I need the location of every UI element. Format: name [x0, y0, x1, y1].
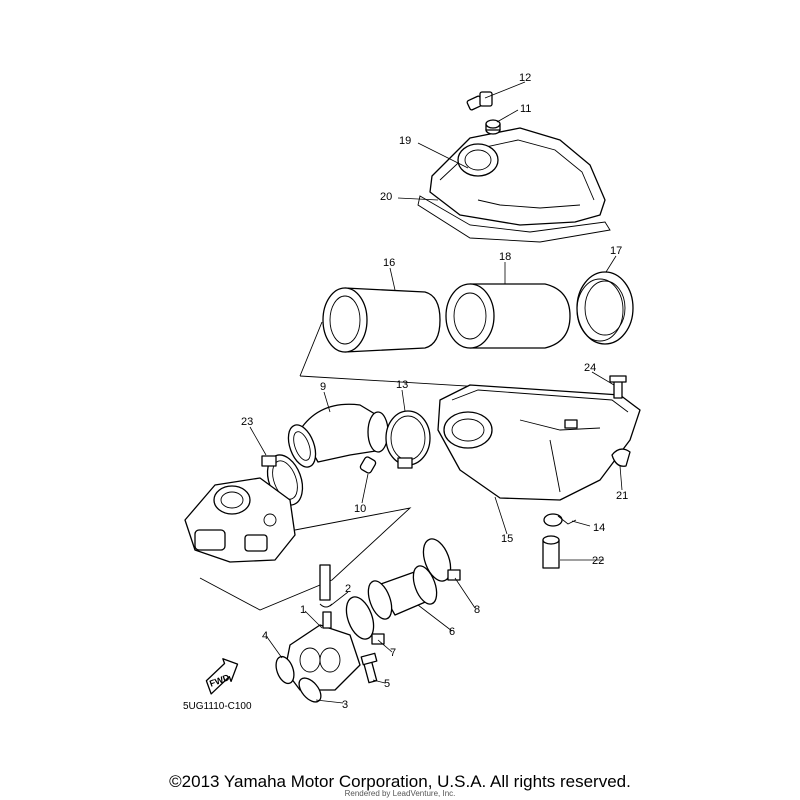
callout-8: 8 — [474, 604, 480, 616]
o-ring-4-part — [275, 655, 295, 685]
screw-24-part — [609, 375, 627, 399]
callout-labels: 12 11 19 20 16 18 17 24 9 13 23 10 15 21… — [241, 72, 628, 711]
fwd-arrow-icon: FWD — [205, 658, 239, 695]
breather-fitting-part — [466, 91, 493, 111]
callout-22: 22 — [592, 555, 604, 567]
grommet-part — [485, 119, 501, 135]
air-box-case-part — [437, 384, 641, 501]
filter-end-cap-part — [576, 271, 634, 345]
air-filter-element-part — [445, 283, 571, 349]
diagram-code: 5UG1110-C100 — [183, 701, 252, 712]
callout-18: 18 — [499, 251, 511, 263]
leader-lines — [249, 81, 623, 704]
callout-12: 12 — [519, 72, 531, 84]
callout-16: 16 — [383, 257, 395, 269]
callout-15: 15 — [501, 533, 513, 545]
clamp-14-part — [543, 513, 577, 527]
callout-10: 10 — [354, 503, 366, 515]
callout-7: 7 — [390, 647, 396, 659]
hose-2-part — [319, 564, 333, 608]
callout-13: 13 — [396, 379, 408, 391]
hose-clamp-8-part — [422, 538, 461, 582]
renderer-credit: Rendered by LeadVenture, Inc. — [344, 789, 456, 798]
drain-hose-22-part — [542, 535, 560, 569]
callout-19: 19 — [399, 135, 411, 147]
hose-clamp-13-part — [385, 410, 431, 469]
callout-2: 2 — [345, 583, 351, 595]
carburetor-part — [184, 477, 296, 563]
callout-5: 5 — [384, 678, 390, 690]
air-box-cover-part — [429, 127, 606, 226]
copyright-notice: ©2013 Yamaha Motor Corporation, U.S.A. A… — [169, 772, 631, 791]
callout-11: 11 — [520, 103, 531, 115]
callout-6: 6 — [449, 626, 455, 638]
callout-20: 20 — [380, 191, 392, 203]
clip-10-part — [359, 456, 377, 474]
callout-24: 24 — [584, 362, 596, 374]
filter-element-guide-part — [322, 287, 441, 353]
air-intake-joint-part — [287, 403, 389, 468]
callout-3: 3 — [342, 699, 348, 711]
callout-21: 21 — [616, 490, 628, 502]
hose-clamp-7-part — [345, 596, 385, 645]
callout-9: 9 — [320, 381, 326, 393]
callout-17: 17 — [610, 245, 622, 257]
air-box-cover-gasket-part — [417, 195, 611, 243]
callout-1: 1 — [300, 604, 306, 616]
joint-6-part — [367, 565, 438, 620]
callout-4: 4 — [262, 630, 268, 642]
callout-14: 14 — [593, 522, 605, 534]
clip-21-part — [611, 448, 631, 467]
callout-23: 23 — [241, 416, 253, 428]
bolt-5-part — [360, 652, 378, 684]
